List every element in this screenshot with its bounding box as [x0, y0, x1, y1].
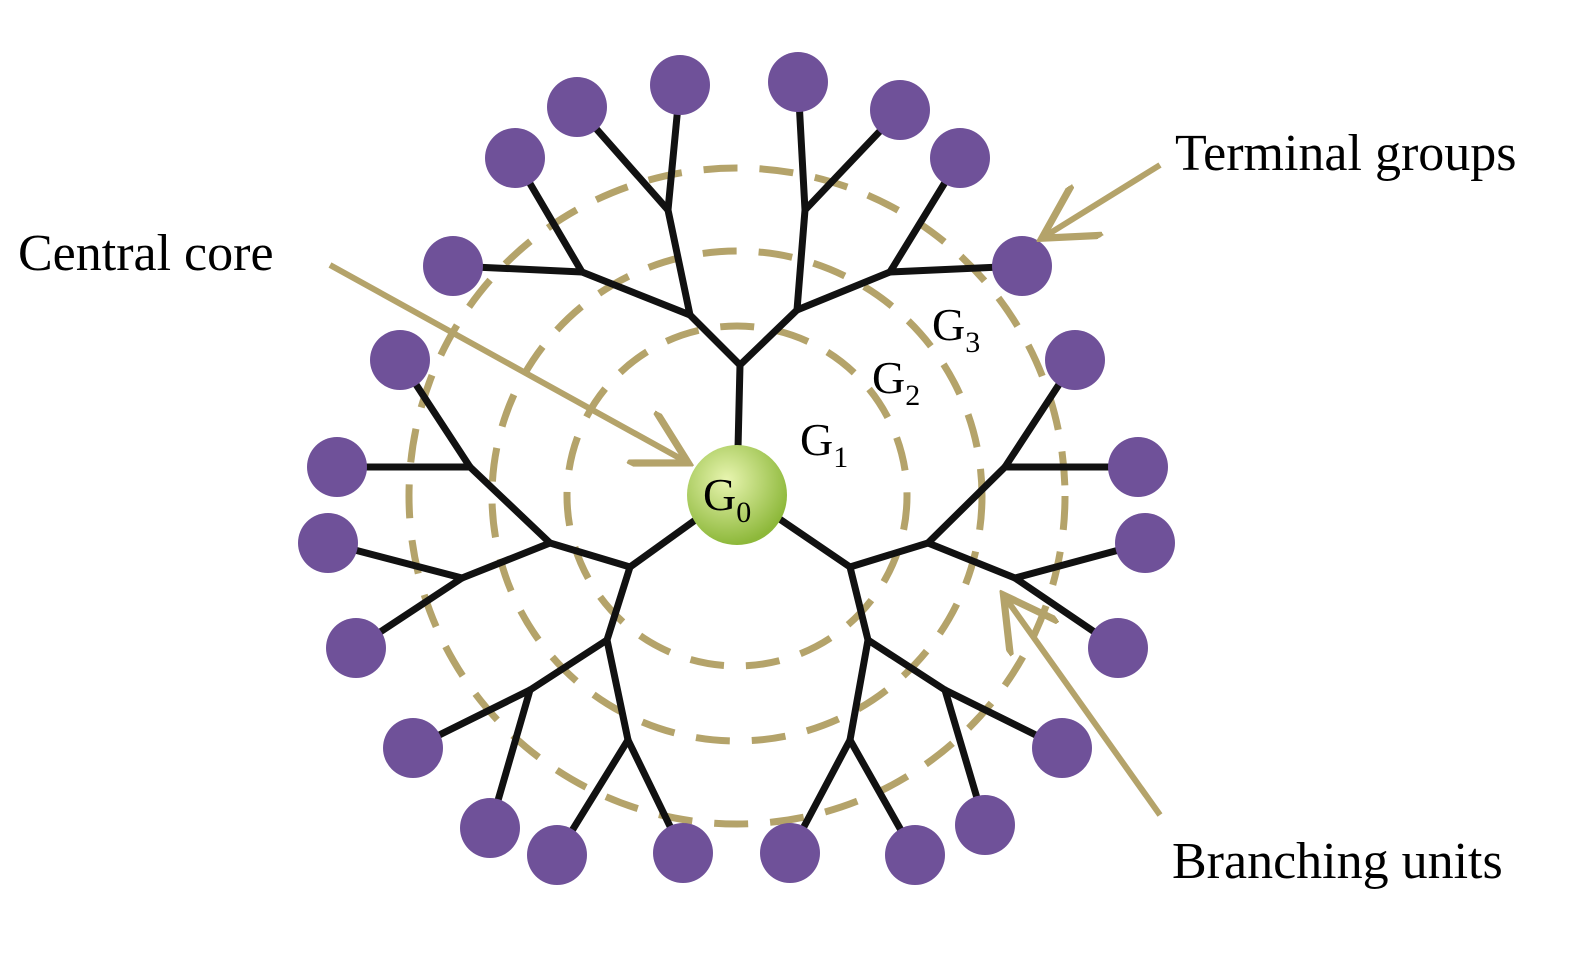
- terminal-group: [1032, 718, 1092, 778]
- bond: [686, 311, 744, 369]
- terminal-group: [383, 718, 443, 778]
- bond: [793, 206, 809, 314]
- branching-units-arrow: [1007, 600, 1163, 817]
- terminal-group: [1108, 437, 1168, 497]
- terminal-group: [1045, 330, 1105, 390]
- bond: [578, 268, 694, 319]
- terminal-group: [423, 236, 483, 296]
- terminal-group: [650, 55, 710, 115]
- bond: [793, 268, 894, 314]
- terminal-group: [527, 825, 587, 885]
- bond: [526, 636, 611, 694]
- bond: [846, 636, 872, 744]
- annotation-arrows: [328, 162, 1163, 817]
- bond: [546, 539, 634, 571]
- terminal-group: [1115, 513, 1175, 573]
- central-core-label: Central core: [18, 225, 274, 282]
- shell-g1: [563, 322, 911, 670]
- terminal-group: [653, 823, 713, 883]
- terminal-group: [930, 128, 990, 188]
- terminal-group: [1088, 618, 1148, 678]
- terminal-group: [460, 798, 520, 858]
- central-core-arrow: [328, 262, 683, 460]
- bond: [466, 463, 554, 547]
- g2-label: G2: [872, 352, 920, 412]
- terminal-group: [768, 52, 828, 112]
- g1-label: G1: [800, 414, 848, 474]
- terminal-groups-label: Terminal groups: [1175, 125, 1517, 182]
- terminal-group: [298, 513, 358, 573]
- bond: [458, 539, 554, 582]
- terminal-group: [955, 795, 1015, 855]
- terminal-group: [370, 330, 430, 390]
- shell-g3: [405, 164, 1069, 828]
- g3-label: G3: [932, 299, 980, 359]
- shell-g2: [488, 247, 986, 745]
- terminal-group: [760, 823, 820, 883]
- bond: [864, 636, 949, 694]
- bond: [924, 463, 1009, 547]
- g0-label: G0: [703, 469, 751, 529]
- terminal-group: [870, 80, 930, 140]
- terminal-group: [547, 77, 607, 137]
- terminal-groups: [298, 52, 1175, 885]
- terminal-group: [485, 128, 545, 188]
- bond: [846, 539, 932, 571]
- bond: [846, 563, 872, 644]
- bond: [924, 539, 1019, 582]
- bond: [736, 306, 801, 369]
- bond: [603, 636, 632, 744]
- bond: [664, 206, 694, 319]
- terminal-groups-arrow: [1047, 162, 1162, 235]
- terminal-group: [992, 236, 1052, 296]
- generation-shells: [405, 164, 1069, 828]
- terminal-group: [326, 618, 386, 678]
- terminal-group: [885, 825, 945, 885]
- branching-units-label: Branching units: [1172, 833, 1503, 890]
- bond: [603, 563, 634, 644]
- terminal-group: [307, 437, 367, 497]
- central-core-sphere: [687, 445, 787, 545]
